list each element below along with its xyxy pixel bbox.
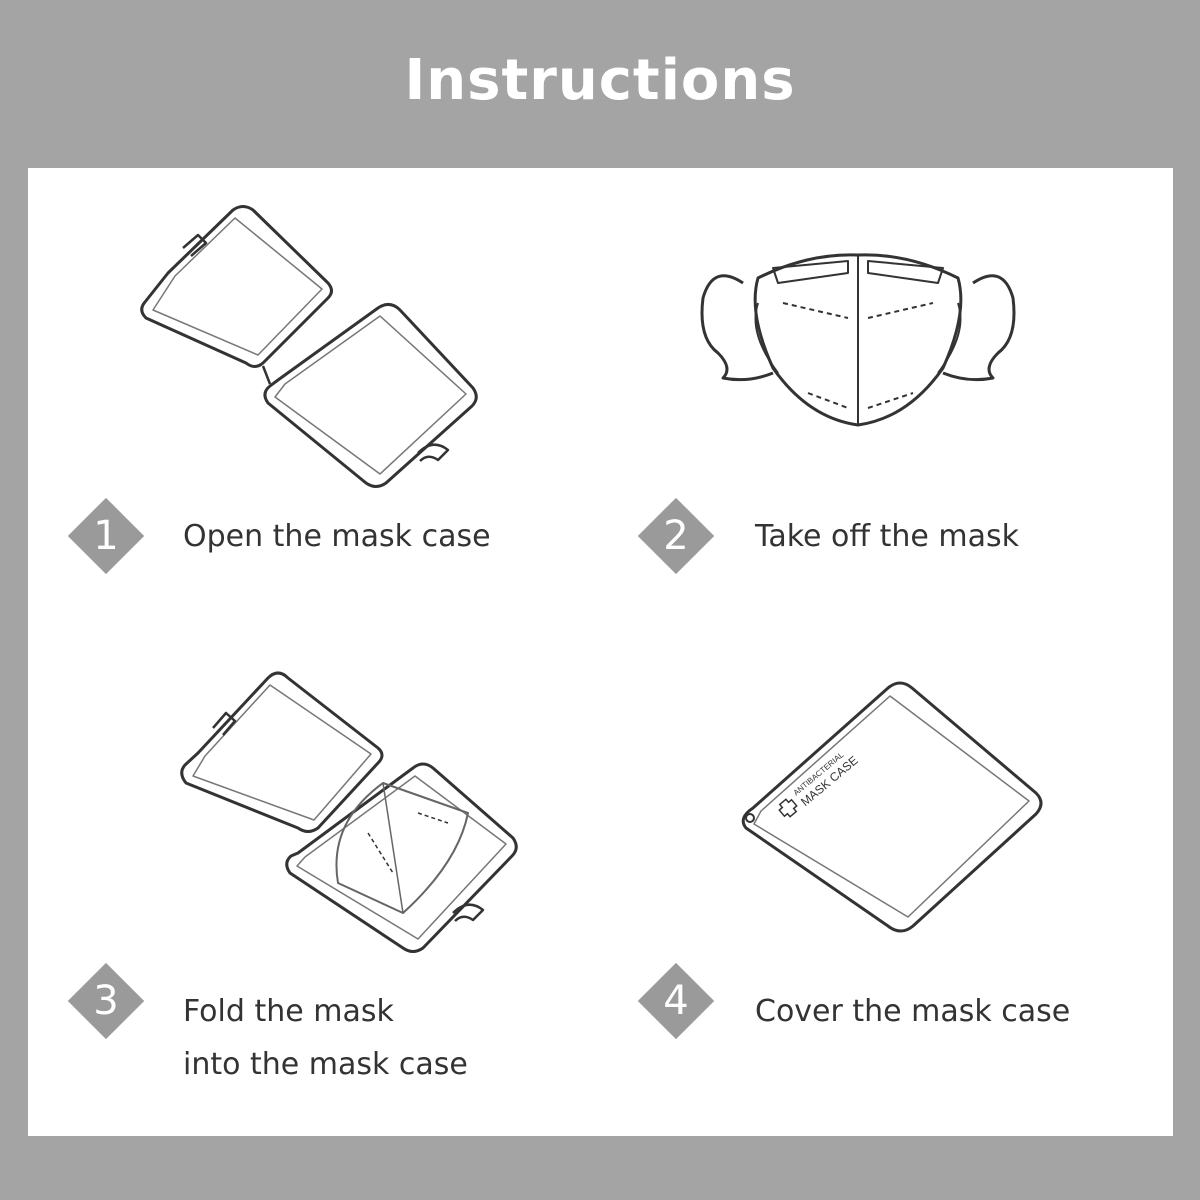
step-3-number: 3 (66, 961, 146, 1041)
step-4-text: Cover the mask case (755, 985, 1070, 1038)
step-4-badge: 4 (636, 961, 716, 1041)
closed-case-illustration: ANTIBACTERIAL MASK CASE (718, 668, 1058, 948)
step-3-line-1: Fold the mask (183, 985, 468, 1038)
step-4-line-1: Cover the mask case (755, 985, 1070, 1038)
step-2-number: 2 (636, 496, 716, 576)
open-case-illustration (128, 198, 498, 498)
step-2-text: Take off the mask (755, 510, 1019, 563)
step-3-badge: 3 (66, 961, 146, 1041)
step-2-badge: 2 (636, 496, 716, 576)
step-1-badge: 1 (66, 496, 146, 576)
mask-removal-illustration (688, 243, 1028, 443)
case-label: ANTIBACTERIAL MASK CASE (775, 746, 861, 824)
page-title: Instructions (0, 48, 1200, 113)
step-4-number: 4 (636, 961, 716, 1041)
step-1-line-1: Open the mask case (183, 510, 491, 563)
step-3-text: Fold the mask into the mask case (183, 985, 468, 1091)
step-3-line-2: into the mask case (183, 1038, 468, 1091)
step-2-line-1: Take off the mask (755, 510, 1019, 563)
step-1-text: Open the mask case (183, 510, 491, 563)
step-1-number: 1 (66, 496, 146, 576)
instructions-panel: 1 Open the mask case 2 Take off the mask (28, 168, 1173, 1136)
fold-mask-illustration (168, 663, 528, 963)
